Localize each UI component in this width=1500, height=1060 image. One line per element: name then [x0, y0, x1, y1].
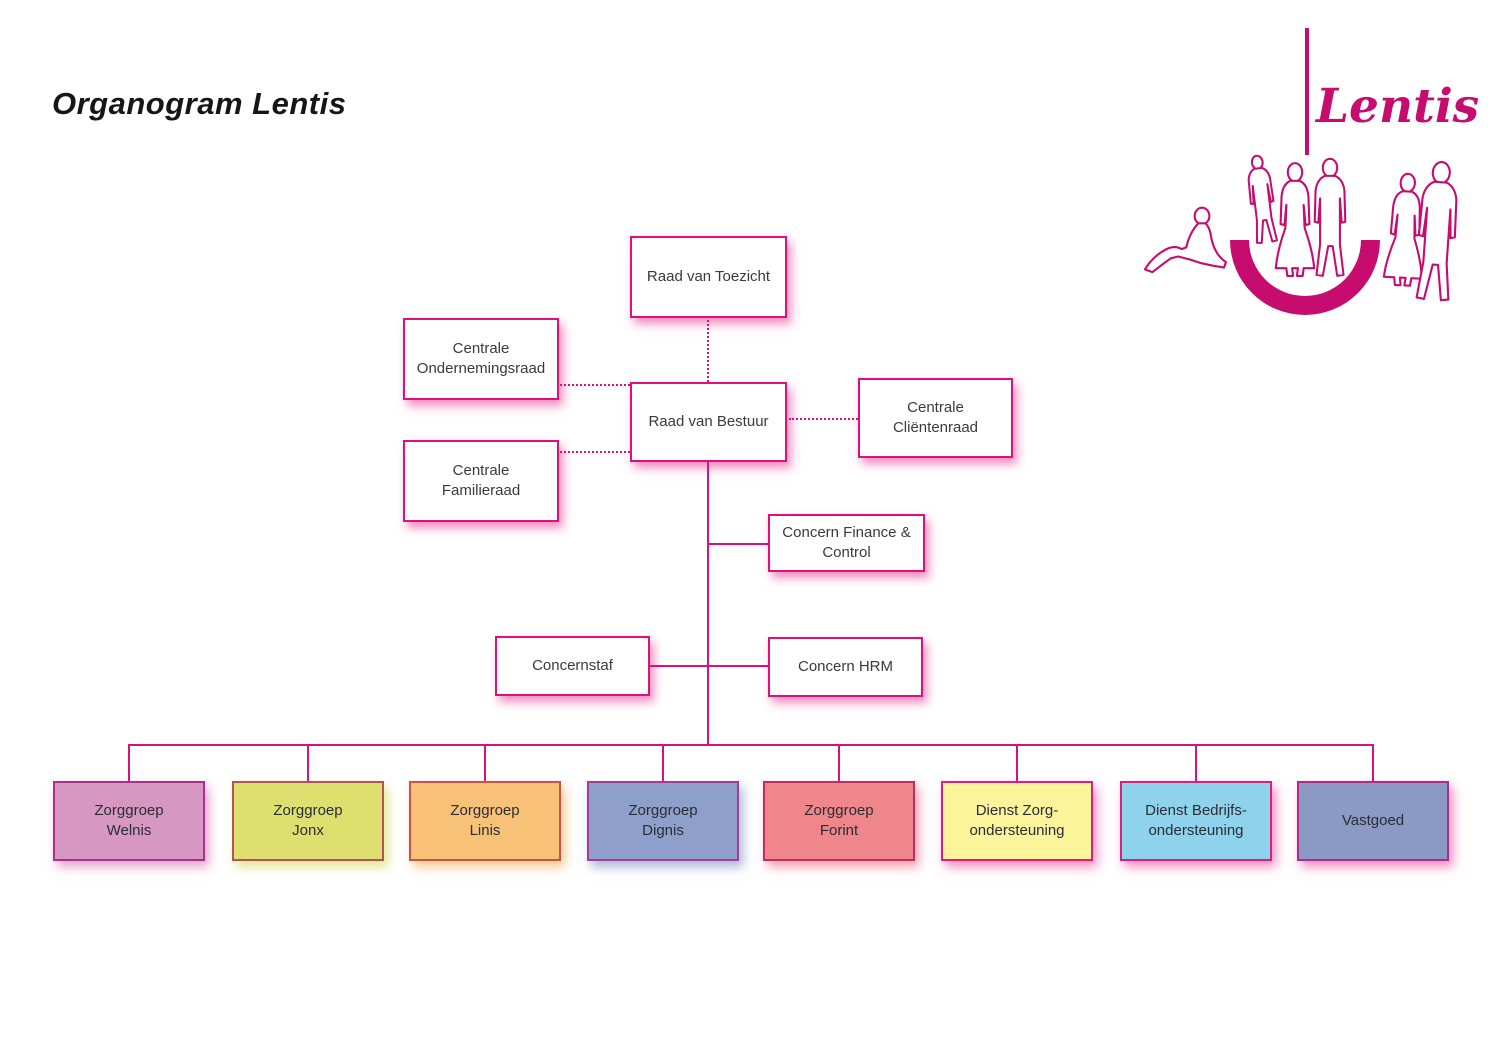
- org-box-centrale-ondernemingsraad: Centrale Ondernemingsraad: [403, 318, 559, 400]
- connector-drop-vastgoed: [1372, 745, 1374, 781]
- logo-arc-icon: [1230, 240, 1380, 315]
- org-box-raad-van-bestuur: Raad van Bestuur: [630, 382, 787, 462]
- connector-dotted-clientenraad: [789, 418, 858, 420]
- logo-wordmark: Lentis: [1314, 79, 1479, 134]
- connector-drop-linis: [484, 745, 486, 781]
- seated-person-icon: [1143, 206, 1227, 274]
- org-box-concernstaf: Concernstaf: [495, 636, 650, 696]
- connector-main-vertical: [707, 462, 709, 745]
- connector-dotted-ondernemingsraad: [560, 384, 630, 386]
- org-box-zorggroep-forint: Zorggroep Forint: [763, 781, 915, 861]
- connector-finance-branch: [708, 543, 769, 545]
- connector-drop-bedrijfsondersteuning: [1195, 745, 1197, 781]
- org-box-raad-van-toezicht: Raad van Toezicht: [630, 236, 787, 318]
- org-box-vastgoed: Vastgoed: [1297, 781, 1449, 861]
- org-box-zorggroep-welnis: Zorggroep Welnis: [53, 781, 205, 861]
- org-box-concern-hrm: Concern HRM: [768, 637, 923, 697]
- connector-drop-zorgondersteuning: [1016, 745, 1018, 781]
- org-box-zorggroep-dignis: Zorggroep Dignis: [587, 781, 739, 861]
- connector-drop-dignis: [662, 745, 664, 781]
- standing-person-icon: [1413, 159, 1462, 302]
- org-box-zorggroep-jonx: Zorggroep Jonx: [232, 781, 384, 861]
- standing-person-icon: [1274, 162, 1316, 277]
- connector-bottom-row: [128, 744, 1374, 746]
- org-box-centrale-clientenraad: Centrale Cliëntenraad: [858, 378, 1013, 458]
- lentis-logo: Lentis: [1143, 28, 1479, 315]
- connector-dotted-toezicht-bestuur: [707, 320, 709, 382]
- org-box-dienst-zorgondersteuning: Dienst Zorg- ondersteuning: [941, 781, 1093, 861]
- org-box-dienst-bedrijfsondersteuning: Dienst Bedrijfs- ondersteuning: [1120, 781, 1272, 861]
- connector-staf-hrm-branch: [650, 665, 769, 667]
- standing-person-icon: [1313, 157, 1347, 277]
- page-title: Organogram Lentis: [52, 86, 347, 121]
- org-box-zorggroep-linis: Zorggroep Linis: [409, 781, 561, 861]
- connector-drop-forint: [838, 745, 840, 781]
- org-box-concern-finance-control: Concern Finance & Control: [768, 514, 925, 572]
- connector-dotted-familieraad: [560, 451, 630, 453]
- connector-drop-welnis: [128, 745, 130, 781]
- connector-drop-jonx: [307, 745, 309, 781]
- standing-person-icon: [1244, 153, 1280, 245]
- org-box-centrale-familieraad: Centrale Familieraad: [403, 440, 559, 522]
